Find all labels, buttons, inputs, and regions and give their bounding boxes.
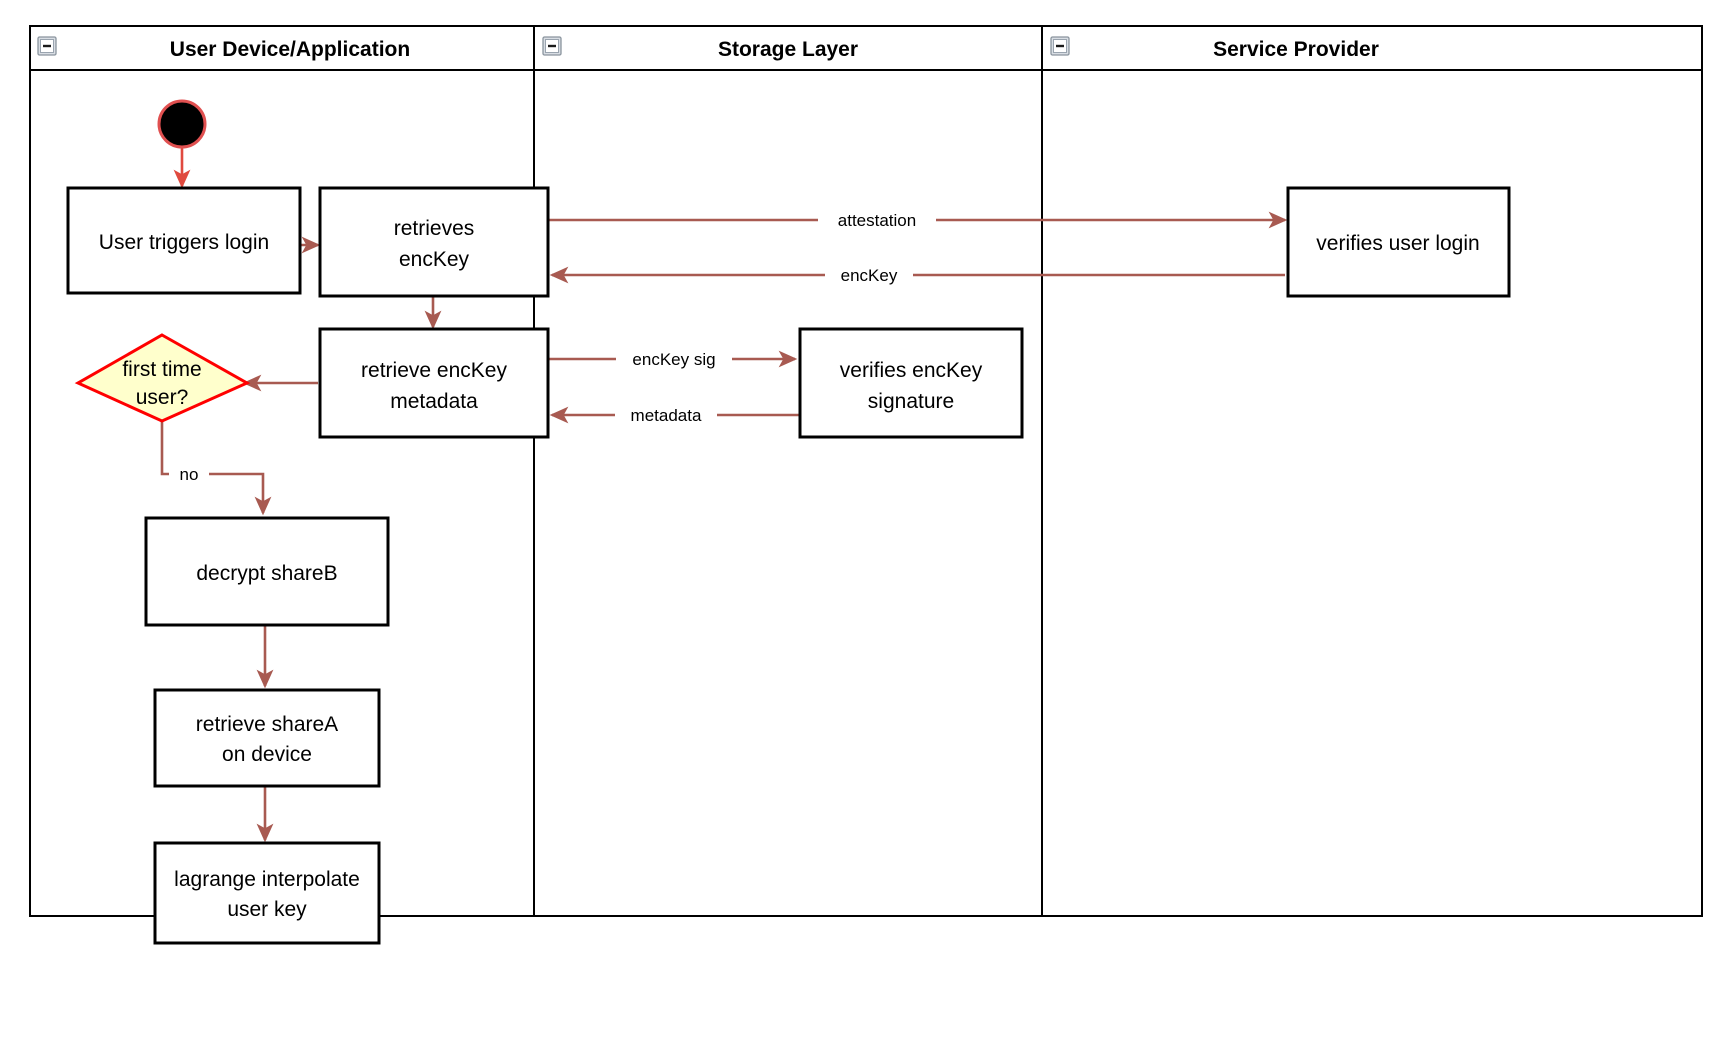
node-verifies-enckey-signature[interactable]: verifies encKey signature	[798, 327, 1024, 439]
node-decrypt-shareb[interactable]: decrypt shareB	[144, 516, 390, 627]
edge-enckey-sig-label-bg	[616, 347, 732, 371]
edge-enckey-back-label-bg	[825, 263, 913, 287]
decision-label-line1: first time	[122, 358, 201, 381]
node-verifies-enckey-signature-label-line2: signature	[868, 390, 954, 413]
lane-storage[interactable]: Storage Layer	[533, 25, 1043, 917]
lane-service-provider-title: Service Provider	[1213, 38, 1379, 61]
edge-enckey-back-label: encKey	[841, 266, 898, 285]
node-verifies-enckey-signature-label-line1: verifies encKey	[840, 359, 983, 382]
node-user-triggers-login-label: User triggers login	[99, 231, 269, 254]
node-verifies-enckey-signature-box	[798, 327, 1024, 439]
edge-metadata-back-label-bg	[615, 403, 717, 427]
lane-user-device-title: User Device/Application	[170, 38, 410, 61]
collapse-minus-icon[interactable]	[1050, 36, 1070, 56]
node-retrieve-sharea-label-line2: on device	[222, 743, 312, 766]
node-retrieve-enckey-metadata-label-line2: metadata	[390, 390, 478, 413]
node-retrieves-enckey-label-line1: retrieves	[394, 217, 475, 240]
node-retrieve-sharea-on-device[interactable]: retrieve shareA on device	[153, 688, 381, 788]
decision-diamond	[74, 333, 251, 423]
collapse-minus-icon[interactable]	[542, 36, 562, 56]
lane-storage-rect	[533, 25, 1043, 917]
initial-node-circle	[157, 99, 207, 149]
node-retrieve-sharea-label-line1: retrieve shareA	[196, 713, 338, 736]
edge-decision-no-line	[160, 420, 272, 516]
node-lagrange-interpolate-user-key[interactable]: lagrange interpolate user key	[153, 841, 381, 945]
node-decrypt-shareb-box	[144, 516, 390, 627]
node-lagrange-label-line2: user key	[227, 898, 307, 921]
edge-attestation-label: attestation	[838, 211, 916, 230]
node-verifies-user-login[interactable]: verifies user login	[1286, 186, 1511, 298]
node-lagrange-box	[153, 841, 381, 945]
node-decrypt-shareb-label: decrypt shareB	[196, 562, 337, 585]
node-retrieve-sharea-on-device-box	[153, 688, 381, 788]
edge-decision-no-label: no	[180, 465, 199, 484]
node-lagrange-label-line1: lagrange interpolate	[174, 868, 360, 891]
edge-decision-no-label-bg	[169, 462, 209, 486]
node-retrieves-enckey-box	[318, 186, 550, 298]
edge-metadata-back-label: metadata	[631, 406, 702, 425]
node-retrieve-enckey-metadata[interactable]: retrieve encKey metadata	[318, 327, 550, 439]
node-retrieve-enckey-metadata-label-line1: retrieve encKey	[361, 359, 507, 382]
node-verifies-user-login-box	[1286, 186, 1511, 298]
lane-service-provider[interactable]: Service Provider	[1041, 25, 1703, 917]
node-verifies-user-login-label: verifies user login	[1316, 232, 1479, 255]
edge-enckey-sig-label: encKey sig	[632, 350, 715, 369]
node-retrieve-enckey-metadata-box	[318, 327, 550, 439]
start-node[interactable]	[157, 99, 207, 149]
collapse-minus-icon[interactable]	[37, 36, 57, 56]
node-user-triggers-login-box	[66, 186, 302, 295]
node-user-triggers-login[interactable]: User triggers login	[66, 186, 302, 295]
node-first-time-user-decision[interactable]: first time user?	[74, 333, 251, 423]
decision-label-line2: user?	[136, 386, 189, 409]
node-retrieves-enckey-label-line2: encKey	[399, 248, 470, 271]
lane-storage-title: Storage Layer	[718, 38, 858, 61]
edge-attestation-label-bg	[818, 208, 936, 232]
node-retrieves-enckey[interactable]: retrieves encKey	[318, 186, 550, 298]
lane-service-provider-rect	[1041, 25, 1703, 917]
